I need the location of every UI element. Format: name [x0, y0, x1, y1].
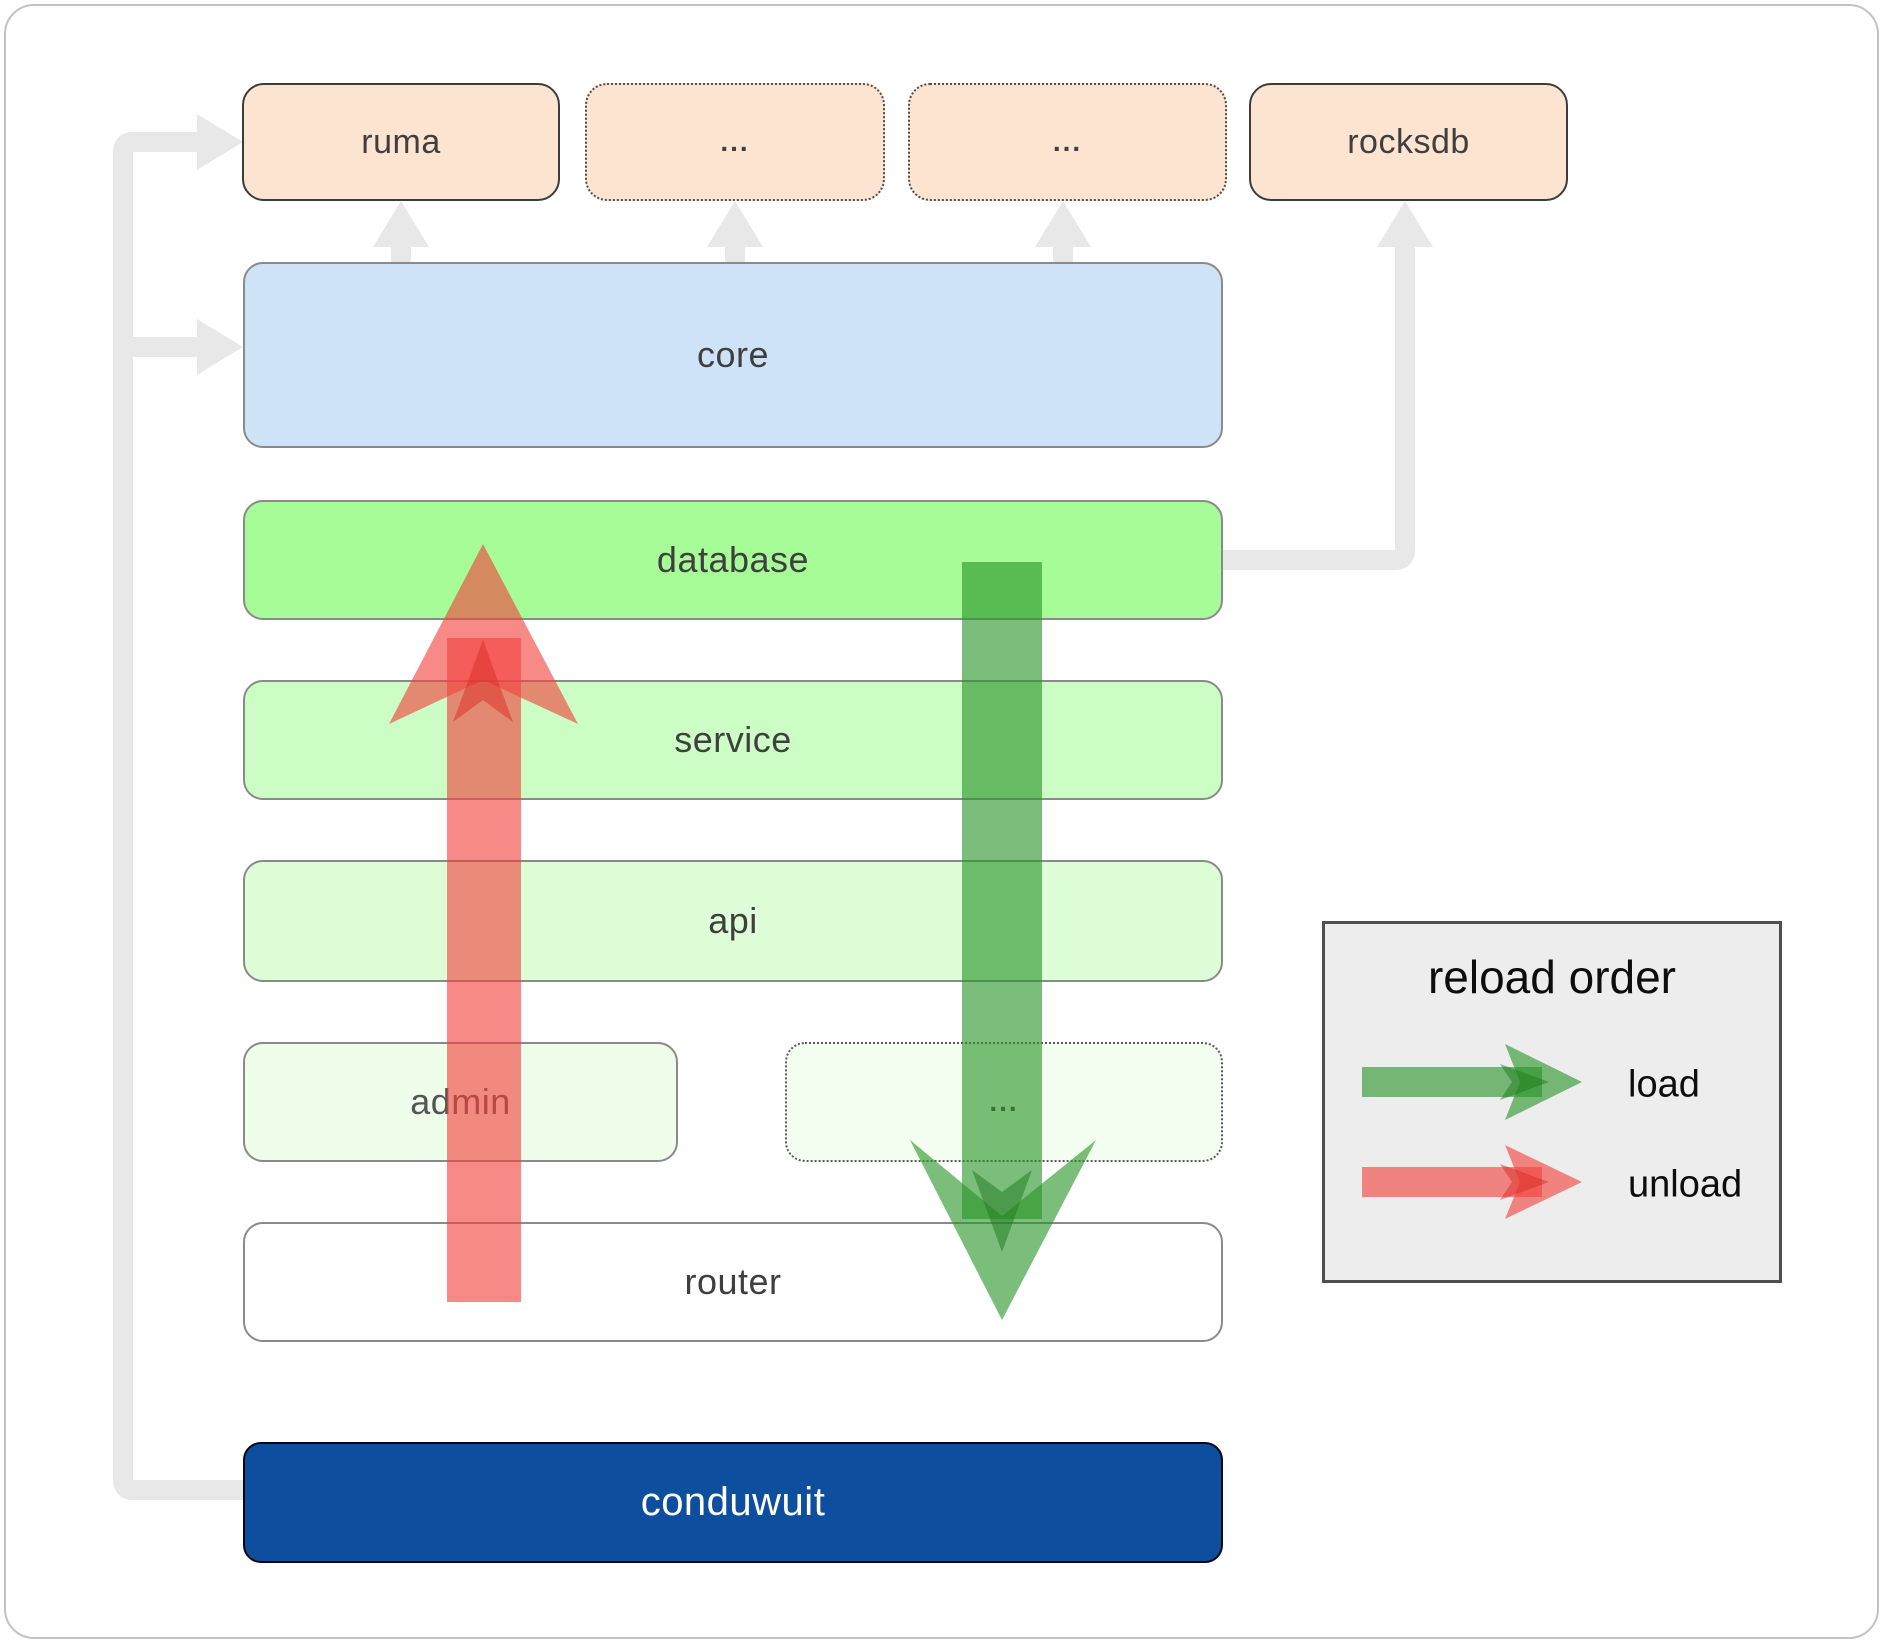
box-admin-label: admin — [410, 1081, 511, 1122]
box-more-dependency-1: ... — [585, 83, 885, 201]
box-database: database — [243, 500, 1223, 620]
box-ruma-label: ruma — [361, 122, 441, 161]
diagram-outer-border — [4, 4, 1879, 1639]
box-admin-more-label: ... — [989, 1086, 1019, 1117]
box-core: core — [243, 262, 1223, 448]
legend-title: reload order — [1427, 951, 1677, 1003]
box-rocksdb-label: rocksdb — [1347, 122, 1470, 161]
box-api-label: api — [708, 900, 758, 941]
box-ruma: ruma — [242, 83, 560, 201]
box-more-1-label: ... — [720, 126, 750, 157]
legend-load-label: load — [1628, 1063, 1700, 1106]
box-more-dependency-2: ... — [908, 83, 1227, 201]
box-rocksdb: rocksdb — [1249, 83, 1568, 201]
legend-reload-order: reload order load unload — [1322, 921, 1782, 1283]
box-admin-more: ... — [785, 1042, 1223, 1162]
box-api: api — [243, 860, 1223, 982]
box-conduwuit: conduwuit — [243, 1442, 1223, 1563]
box-conduwuit-label: conduwuit — [640, 1480, 826, 1524]
box-service: service — [243, 680, 1223, 800]
box-router-label: router — [684, 1261, 782, 1302]
legend-unload-label: unload — [1628, 1163, 1743, 1206]
box-admin: admin — [243, 1042, 678, 1162]
box-database-label: database — [656, 539, 810, 580]
box-service-label: service — [674, 719, 792, 760]
box-more-2-label: ... — [1052, 126, 1083, 157]
box-core-label: core — [696, 334, 770, 375]
box-router: router — [243, 1222, 1223, 1342]
